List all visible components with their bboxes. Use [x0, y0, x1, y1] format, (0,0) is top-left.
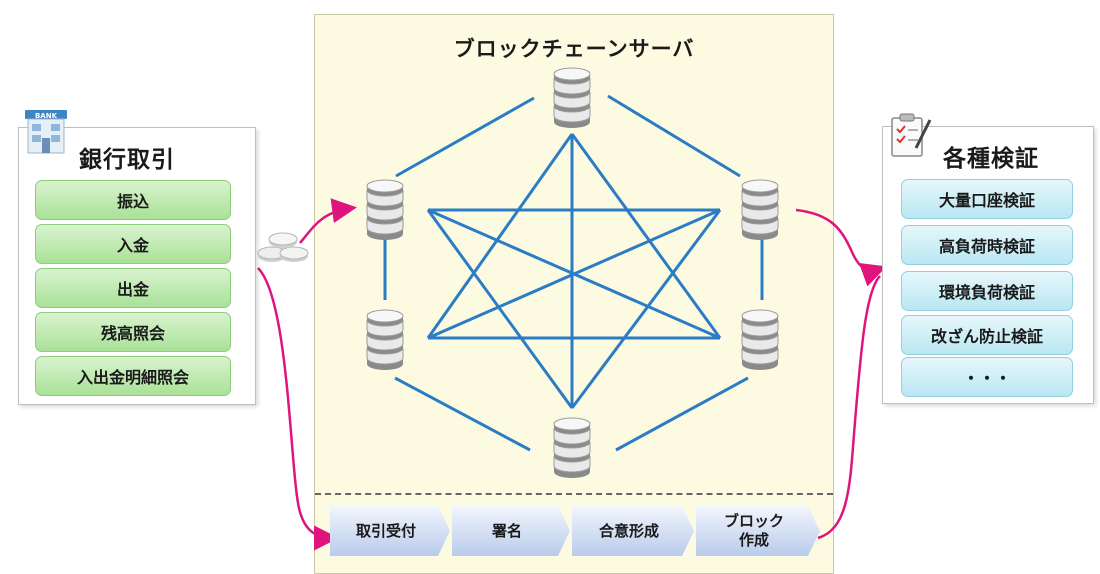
bank-item-statement-inquiry: 入出金明細照会 — [35, 356, 231, 396]
link-star-up-right — [570, 133, 722, 339]
step-accept-transaction: 取引受付 — [330, 506, 450, 556]
verification-title: 各種検証 — [943, 146, 1039, 172]
link-star-down-left — [426, 209, 574, 409]
verify-item-mass-accounts: 大量口座検証 — [901, 179, 1073, 219]
server-title: ブロックチェーンサーバ — [453, 37, 695, 61]
flow-arrow-node-to-verify — [795, 208, 887, 287]
process-divider — [315, 493, 833, 495]
bank-item-deposit: 入金 — [35, 224, 231, 264]
step-block-creation: ブロック 作成 — [696, 506, 820, 556]
link-star-up-left — [426, 133, 574, 339]
coins-icon — [257, 232, 309, 262]
svg-text:BANK: BANK — [35, 112, 58, 120]
network-links — [383, 94, 764, 452]
database-node-icon — [366, 309, 404, 370]
step-consensus: 合意形成 — [572, 506, 694, 556]
verify-item-more: ・・・ — [901, 357, 1073, 397]
banking-transactions-box: 銀行取引 振込 入金 出金 残高照会 入出金明細照会 — [18, 127, 256, 405]
database-node-icon — [553, 417, 591, 478]
link-diag-2 — [427, 208, 721, 340]
database-node-icon — [741, 179, 779, 240]
step-signature: 署名 — [452, 506, 570, 556]
flow-arrow-coins-to-node — [299, 198, 357, 244]
link-hex-top-left — [395, 96, 535, 178]
bank-building-icon: BANK — [25, 110, 67, 154]
banking-title: 銀行取引 — [79, 147, 175, 173]
bank-item-balance-inquiry: 残高照会 — [35, 312, 231, 352]
flow-arrow-steps-to-verify — [817, 275, 881, 540]
verify-item-environment-load: 環境負荷検証 — [901, 271, 1073, 311]
database-node-icon — [366, 179, 404, 240]
verify-item-high-load: 高負荷時検証 — [901, 225, 1073, 265]
database-node-icon — [553, 67, 591, 128]
verify-item-tamper-prevention: 改ざん防止検証 — [901, 315, 1073, 355]
link-hex-bottom-left — [394, 376, 531, 452]
link-hex-top-right — [607, 94, 741, 178]
link-star-down-right — [570, 209, 722, 409]
database-node-icon — [741, 309, 779, 370]
bank-item-withdrawal: 出金 — [35, 268, 231, 308]
bank-item-transfer: 振込 — [35, 180, 231, 220]
link-hex-bottom-right — [615, 376, 749, 452]
clipboard-checklist-icon — [891, 113, 932, 157]
verification-box: 各種検証 大量口座検証 高負荷時検証 環境負荷検証 改ざん防止検証 ・・・ — [882, 126, 1094, 404]
flow-arrow-coins-to-steps — [257, 267, 339, 551]
